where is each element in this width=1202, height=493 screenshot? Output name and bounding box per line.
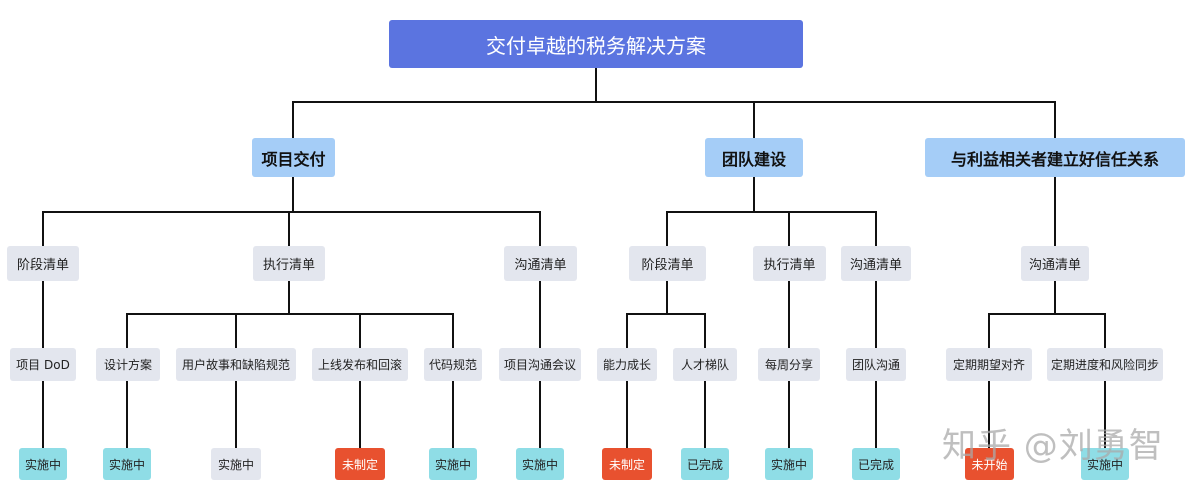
- item-release[interactable]: 上线发布和回滚: [312, 348, 408, 381]
- item-expectation[interactable]: 定期期望对齐: [946, 348, 1032, 381]
- status-team-comm[interactable]: 已完成: [852, 448, 900, 480]
- status-talent[interactable]: 已完成: [681, 448, 729, 480]
- status-progress-sync[interactable]: 实施中: [1081, 448, 1129, 480]
- list-team-stage[interactable]: 阶段清单: [629, 246, 706, 281]
- item-code[interactable]: 代码规范: [424, 348, 482, 381]
- list-delivery-exec[interactable]: 执行清单: [253, 246, 325, 281]
- list-team-exec[interactable]: 执行清单: [753, 246, 826, 281]
- list-delivery-comm[interactable]: 沟通清单: [504, 246, 577, 281]
- watermark: 知乎 @刘勇智: [942, 426, 1164, 466]
- status-dod[interactable]: 实施中: [19, 448, 67, 480]
- item-project-meeting[interactable]: 项目沟通会议: [499, 348, 581, 381]
- list-delivery-stage[interactable]: 阶段清单: [7, 246, 79, 281]
- status-code[interactable]: 实施中: [429, 448, 477, 480]
- item-dod[interactable]: 项目 DoD: [10, 348, 76, 381]
- branch-stakeholder-trust[interactable]: 与利益相关者建立好信任关系: [925, 138, 1185, 177]
- root-node[interactable]: 交付卓越的税务解决方案: [389, 20, 803, 68]
- item-design[interactable]: 设计方案: [96, 348, 160, 381]
- item-weekly[interactable]: 每周分享: [758, 348, 820, 381]
- list-trust-comm[interactable]: 沟通清单: [1021, 246, 1089, 281]
- status-capability[interactable]: 未制定: [602, 448, 652, 480]
- branch-project-delivery[interactable]: 项目交付: [252, 138, 335, 177]
- item-progress-sync[interactable]: 定期进度和风险同步: [1047, 348, 1163, 381]
- item-talent[interactable]: 人才梯队: [673, 348, 737, 381]
- status-expectation[interactable]: 未开始: [965, 448, 1014, 480]
- status-project-meeting[interactable]: 实施中: [516, 448, 564, 480]
- status-weekly[interactable]: 实施中: [765, 448, 813, 480]
- item-capability[interactable]: 能力成长: [597, 348, 657, 381]
- status-user-story[interactable]: 实施中: [211, 448, 261, 480]
- item-user-story[interactable]: 用户故事和缺陷规范: [176, 348, 296, 381]
- branch-team-building[interactable]: 团队建设: [705, 138, 803, 177]
- item-team-comm[interactable]: 团队沟通: [846, 348, 906, 381]
- status-design[interactable]: 实施中: [103, 448, 151, 480]
- list-team-comm[interactable]: 沟通清单: [841, 246, 911, 281]
- status-release[interactable]: 未制定: [335, 448, 385, 480]
